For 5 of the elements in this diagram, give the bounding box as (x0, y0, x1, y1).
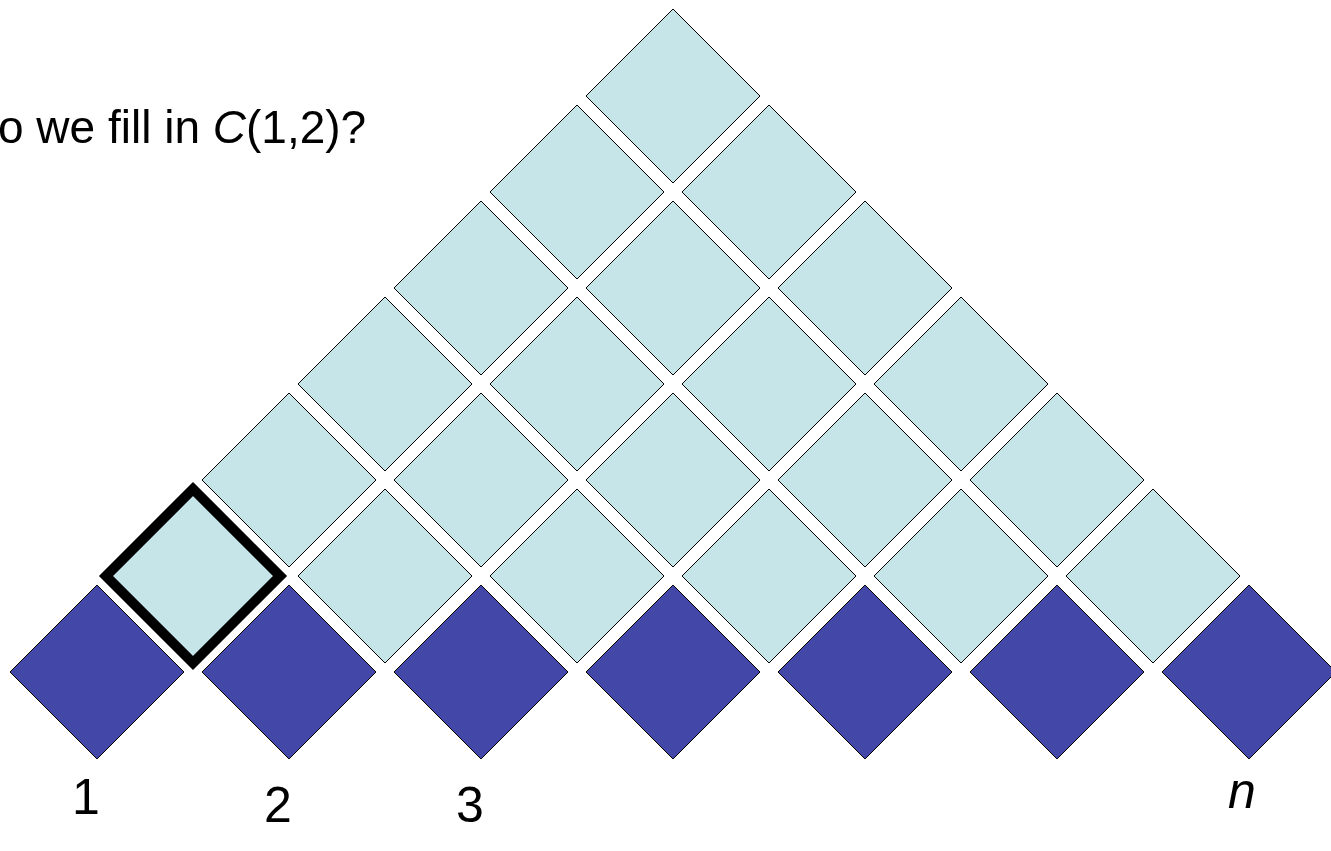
column-index-label: n (1228, 762, 1256, 820)
column-index-label: 2 (264, 776, 292, 834)
column-index-label: 3 (456, 776, 484, 834)
column-index-label: 1 (72, 768, 100, 826)
question-text: o we fill in C(1,2)? (0, 100, 367, 154)
